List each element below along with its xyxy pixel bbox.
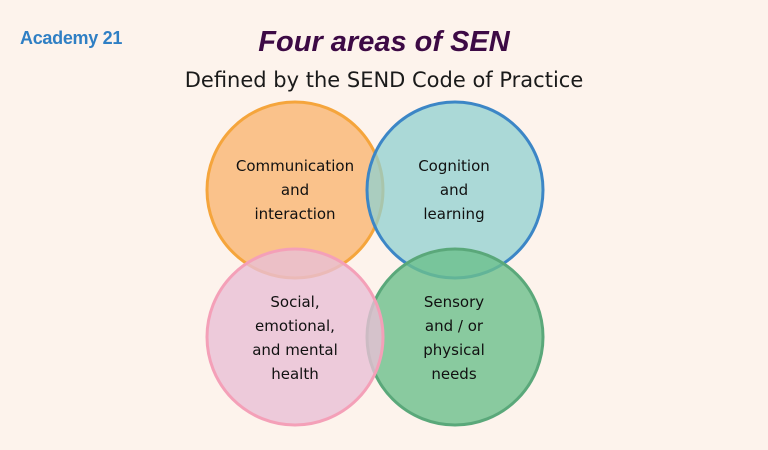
label-line: and / or xyxy=(424,317,484,335)
academy21-logo: Academy 21 xyxy=(20,28,123,48)
page-subtitle: Defined by the SEND Code of Practice xyxy=(184,68,584,92)
label-social: Social, emotional, and mental health xyxy=(215,290,375,386)
label-line: Cognition xyxy=(418,157,490,175)
label-line: and xyxy=(280,181,310,199)
label-line: and mental xyxy=(252,341,338,359)
label-line: physical xyxy=(423,341,485,359)
circle-social xyxy=(205,247,385,427)
label-line: and xyxy=(439,181,469,199)
label-line: Communication xyxy=(235,157,355,175)
page-title: Four areas of SEN xyxy=(258,26,510,58)
label-line: needs xyxy=(431,365,477,383)
label-communication: Communication and interaction xyxy=(215,154,375,226)
label-line: Sensory xyxy=(423,293,485,311)
label-line: interaction xyxy=(254,205,336,223)
label-line: emotional, xyxy=(255,317,335,335)
label-line: learning xyxy=(423,205,485,223)
label-line: Social, xyxy=(270,293,320,311)
label-cognition: Cognition and learning xyxy=(374,154,534,226)
label-sensory: Sensory and / or physical needs xyxy=(374,290,534,386)
label-line: health xyxy=(271,365,319,383)
